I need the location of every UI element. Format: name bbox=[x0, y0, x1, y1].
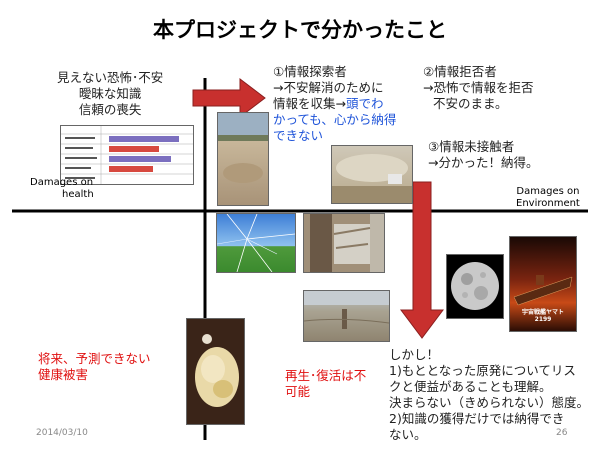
group3-line-2: →分かった！納得。 bbox=[428, 155, 539, 170]
moon-art bbox=[451, 262, 499, 310]
group1-line-3a: 情報を収集→ bbox=[273, 96, 346, 111]
cracked-screen-photo bbox=[216, 213, 296, 273]
conclusion-line-3: クと便益があることも理解。 bbox=[389, 379, 552, 394]
health-axis-label: Damages on health bbox=[30, 177, 94, 201]
fear-line-2: 曖昧な知識 bbox=[78, 86, 142, 101]
group1-line-4: かっても、心から納得 bbox=[273, 112, 397, 127]
poster-title: 宇宙戦艦ヤマト2199 bbox=[521, 309, 564, 323]
survey-table-graphic bbox=[61, 126, 193, 184]
no-regen-line-1: 再生･復活は不 bbox=[285, 368, 367, 383]
barren-land-photo bbox=[303, 290, 390, 342]
slide-date: 2014/03/10 bbox=[36, 428, 88, 438]
moon-photo bbox=[446, 254, 504, 319]
yamato-poster: 宇宙戦艦ヤマト2199 bbox=[509, 236, 577, 332]
no-regen-line-2: 可能 bbox=[285, 384, 311, 399]
dust-photo-art bbox=[332, 154, 412, 203]
group1-line-5: できない bbox=[273, 128, 324, 143]
health-damage-line-2: 健康被害 bbox=[38, 367, 89, 382]
fear-line-1: 見えない恐怖･不安 bbox=[57, 70, 164, 85]
no-regeneration-text: 再生･復活は不 可能 bbox=[285, 368, 366, 400]
health-damage-text: 将来、予測できない 健康被害 bbox=[38, 351, 151, 383]
health-damage-line-1: 将来、予測できない bbox=[38, 351, 151, 366]
group2-line-2: →恐怖で情報を拒否 bbox=[423, 80, 534, 95]
conclusion-line-1: しかし！ bbox=[389, 347, 440, 362]
fears-block: 見えない恐怖･不安 曖昧な知識 信頼の喪失 bbox=[57, 70, 163, 118]
group3-heading: ③情報未接触者 bbox=[428, 139, 515, 154]
fear-line-3: 信頼の喪失 bbox=[78, 102, 142, 117]
group1-line-3: 情報を収集→頭でわ bbox=[273, 96, 396, 112]
group2-text: ②情報拒否者 →恐怖で情報を拒否 不安のまま。 bbox=[423, 64, 533, 112]
group1-line-3b: 頭でわ bbox=[345, 96, 384, 111]
damaged-wall-art bbox=[304, 214, 384, 272]
env-axis-line-1: Damages on bbox=[516, 186, 580, 197]
conclusion-text: しかし！ 1)もととなった原発についてリス クと便益があることも理解。 決まらな… bbox=[389, 347, 589, 443]
field-photo bbox=[217, 112, 269, 206]
yamato-poster-art bbox=[513, 275, 573, 306]
conclusion-line-6: ない。 bbox=[389, 427, 427, 442]
health-axis-line-1: Damages on bbox=[30, 177, 94, 188]
barren-land-art bbox=[304, 291, 389, 329]
dust-photo bbox=[331, 145, 413, 204]
environment-axis-label: Damages on Environment bbox=[516, 186, 580, 210]
slide-title: 本プロジェクトで分かったこと bbox=[153, 18, 447, 42]
env-axis-line-2: Environment bbox=[516, 198, 580, 209]
group1-text: ①情報探索者 →不安解消のために 情報を収集→頭でわ かっても、心から納得 でき… bbox=[273, 64, 396, 144]
food-photo bbox=[186, 318, 245, 425]
field-photo-art bbox=[218, 113, 268, 183]
cracked-screen-art bbox=[217, 214, 295, 272]
health-axis-line-2: health bbox=[62, 189, 94, 200]
conclusion-line-2: 1)もととなった原発についてリス bbox=[389, 363, 576, 378]
group1-line-2: →不安解消のために bbox=[273, 80, 384, 95]
group3-text: ③情報未接触者 →分かった！納得。 bbox=[428, 139, 538, 171]
group2-line-3: 不安のまま。 bbox=[433, 96, 508, 111]
group1-heading: ①情報探索者 bbox=[273, 64, 347, 79]
survey-table-image bbox=[60, 125, 194, 185]
damaged-wall-photo bbox=[303, 213, 385, 273]
food-art bbox=[187, 319, 244, 424]
conclusion-line-5: 2)知識の獲得だけでは納得でき bbox=[389, 411, 565, 426]
conclusion-line-4: 決まらない（きめられない）態度。 bbox=[389, 395, 590, 410]
slide-page-number: 26 bbox=[556, 428, 568, 438]
group2-heading: ②情報拒否者 bbox=[423, 64, 497, 79]
